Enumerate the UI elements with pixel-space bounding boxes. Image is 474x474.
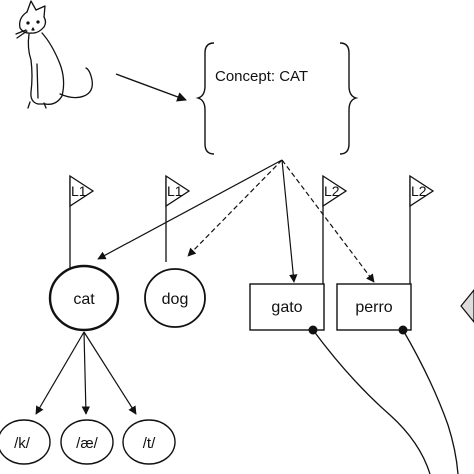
- word-label: dog: [162, 291, 189, 308]
- cat-to-phoneme-link: [83, 331, 137, 415]
- cat-sketch-icon: [15, 0, 93, 109]
- phoneme-label: /æ/: [76, 435, 99, 452]
- concept-to-perro-link: [281, 159, 375, 283]
- phoneme-label: /t/: [143, 435, 156, 452]
- word-node-cat: cat: [48, 264, 120, 332]
- word-node-perro: perro: [336, 283, 412, 335]
- concept-right-brace: [339, 42, 359, 155]
- phoneme-node: /t/: [122, 419, 176, 465]
- concept-to-cat-link: [97, 159, 283, 260]
- phoneme-node: /k/: [0, 419, 51, 465]
- concept-label: Concept: CAT: [215, 68, 308, 85]
- language-flag: L2: [409, 174, 435, 290]
- language-flag: L1: [69, 174, 95, 268]
- phoneme-node: /æ/: [60, 419, 114, 465]
- concept-left-brace: [195, 42, 215, 155]
- word-label: gato: [271, 299, 302, 316]
- perro-connector-curve: [402, 329, 459, 474]
- flag-label: L1: [71, 183, 87, 199]
- gato-connector-curve: [312, 329, 431, 474]
- language-flag: L1: [165, 174, 191, 262]
- phoneme-label: /k/: [14, 435, 31, 452]
- cat-to-phoneme-link: [35, 331, 85, 415]
- cat-to-phoneme-link: [81, 331, 91, 415]
- word-node-dog: dog: [144, 268, 206, 328]
- flag-label: L2: [324, 183, 340, 199]
- concept-to-dog-link: [187, 159, 283, 257]
- word-node-gato: gato: [249, 283, 325, 335]
- partial-node: [460, 289, 474, 323]
- word-label: perro: [355, 299, 392, 316]
- concept-to-gato-link: [281, 159, 298, 283]
- language-flag: L2: [322, 174, 348, 290]
- flag-label: L2: [411, 183, 427, 199]
- word-label: cat: [73, 291, 95, 308]
- cat-to-concept-arrow: [115, 73, 187, 102]
- flag-label: L1: [167, 183, 183, 199]
